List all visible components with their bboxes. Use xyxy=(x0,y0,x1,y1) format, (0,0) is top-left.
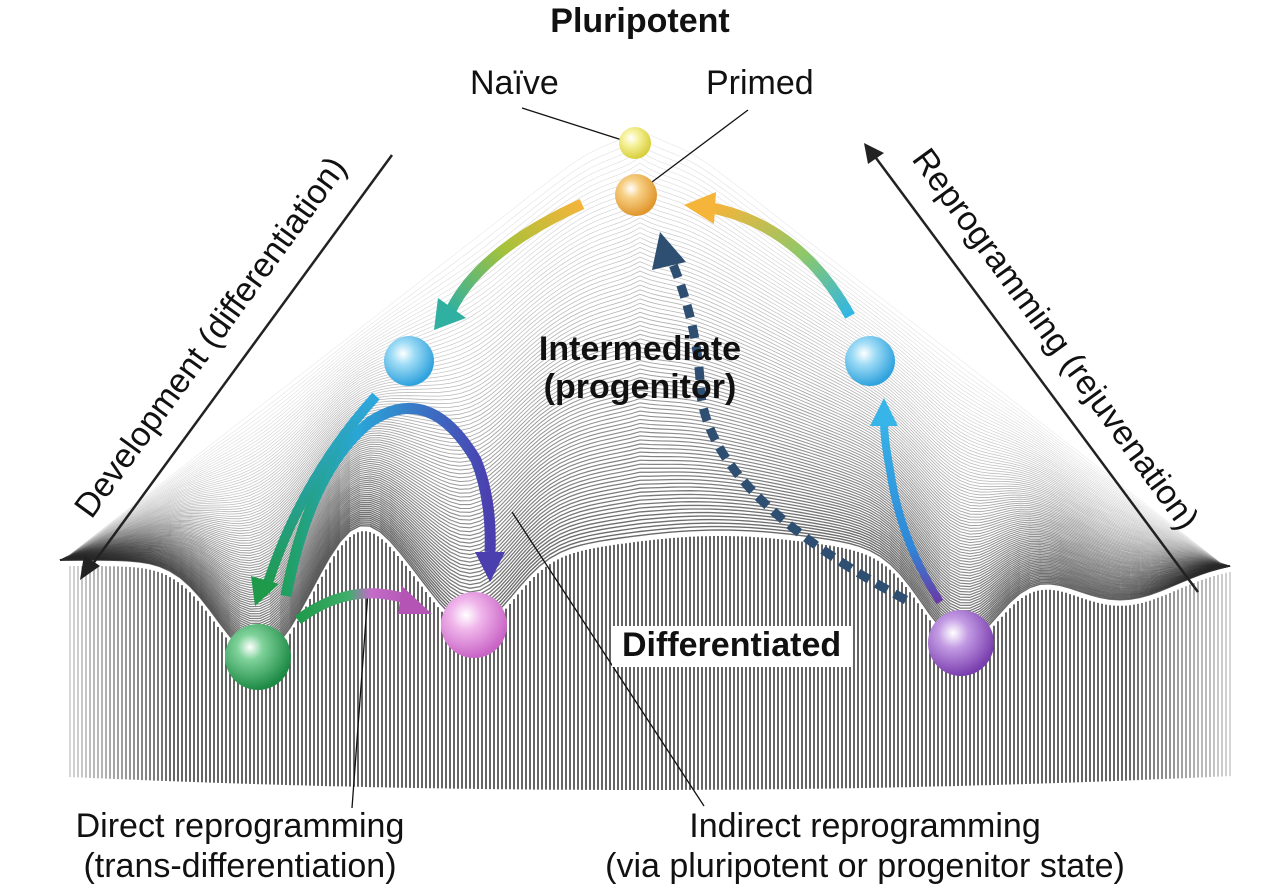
landscape-contour-line xyxy=(59,298,1231,567)
landscape-contour-line xyxy=(59,393,1231,572)
landscape-contour-line xyxy=(59,293,1231,567)
progenitor-cell-right xyxy=(845,336,895,386)
landscape-contour-line xyxy=(59,261,1231,567)
intermediate-label-line2: (progenitor) xyxy=(543,368,737,406)
landscape-contour-line xyxy=(59,242,1231,567)
landscape-contour-line xyxy=(59,338,1231,567)
pink-differentiated-cell xyxy=(441,592,507,658)
primed-leader-line xyxy=(643,109,749,189)
landscape-contour-line xyxy=(59,232,1231,567)
purple-differentiated-cell xyxy=(928,610,994,676)
pluripotent-title: Pluripotent xyxy=(550,2,730,40)
development-axis-arrow xyxy=(80,154,394,580)
indirect-reprogramming-label: Indirect reprogramming (via pluripotent … xyxy=(540,806,1190,886)
landscape-contour-line xyxy=(59,347,1231,567)
landscape-contour-line xyxy=(59,284,1231,567)
landscape-contour-line xyxy=(59,162,1231,567)
landscape-contour-line xyxy=(59,398,1231,574)
landscape-contour-line xyxy=(59,316,1231,567)
landscape-contour-line xyxy=(59,247,1231,567)
landscape-contour-line xyxy=(59,251,1231,567)
landscape-contour-line xyxy=(59,302,1231,567)
naive-leader-line xyxy=(521,107,623,141)
landscape-contour-line xyxy=(59,270,1231,567)
intermediate-label-line1: Intermediate xyxy=(538,330,742,368)
indirect-leader-line xyxy=(511,511,705,807)
landscape-contour-line xyxy=(59,359,1231,567)
indirect-label-line2: (via pluripotent or progenitor state) xyxy=(605,847,1125,885)
landscape-contour-line xyxy=(59,376,1231,567)
primed-to-progenitor-arrow xyxy=(434,198,585,330)
landscape-contour-line xyxy=(59,389,1231,569)
landscape-contour-line xyxy=(59,463,1231,613)
landscape-contour-line xyxy=(59,406,1231,579)
landscape-contour-line xyxy=(59,482,1231,625)
purple-to-progenitor-arrow xyxy=(870,398,944,605)
landscape-contour-line xyxy=(59,333,1231,567)
landscape-contour-line xyxy=(59,475,1231,620)
landscape-contour-line xyxy=(59,402,1231,576)
landscape-contour-line xyxy=(59,279,1231,567)
primed-label: Primed xyxy=(706,64,814,102)
landscape-contour-line xyxy=(59,275,1231,567)
landscape-contour-line xyxy=(59,217,1231,567)
reprogramming-axis-arrow xyxy=(864,143,1200,593)
landscape-contour-line xyxy=(59,156,1231,567)
landscape-contour-line xyxy=(59,351,1231,567)
landscape-contour-line xyxy=(59,368,1231,567)
indirect-dashed-arrow xyxy=(652,232,909,604)
naive-cell xyxy=(619,127,651,159)
landscape-surface xyxy=(59,127,1231,790)
intermediate-label: Intermediate (progenitor) xyxy=(500,330,780,406)
landscape-contour-line xyxy=(59,320,1231,567)
landscape-contour-line xyxy=(59,227,1231,567)
landscape-contour-line xyxy=(59,222,1231,567)
landscape-contour-line xyxy=(59,385,1231,567)
green-differentiated-cell xyxy=(225,624,291,690)
direct-label-line2: (trans-differentiation) xyxy=(83,847,397,885)
landscape-contour-line xyxy=(59,212,1231,567)
differentiated-label: Differentiated xyxy=(612,626,852,667)
primed-cell xyxy=(615,174,657,216)
landscape-contour-line xyxy=(59,265,1231,567)
landscape-contour-line xyxy=(59,381,1231,567)
landscape-contour-line xyxy=(59,289,1231,567)
direct-label-line1: Direct reprogramming xyxy=(75,807,405,845)
progenitor-cell-left xyxy=(384,336,434,386)
landscape-contour-line xyxy=(59,478,1231,622)
landscape-contour-line xyxy=(59,471,1231,617)
progenitor-to-green-arrow-outer xyxy=(251,392,380,606)
landscape-contour-line xyxy=(59,467,1231,615)
landscape-contour-line xyxy=(59,237,1231,567)
landscape-contour-line xyxy=(59,455,1231,608)
landscape-contour-line xyxy=(59,372,1230,567)
naive-label: Naïve xyxy=(470,64,559,102)
landscape-contour-line xyxy=(59,355,1231,567)
landscape-contour-line xyxy=(59,307,1231,567)
direct-reprogramming-arrow xyxy=(294,586,432,624)
progenitor-to-primed-arrow xyxy=(684,192,855,319)
landscape-contour-line xyxy=(59,168,1231,567)
landscape-contour-line xyxy=(59,364,1231,567)
landscape-contour-line xyxy=(59,311,1231,567)
indirect-label-line1: Indirect reprogramming xyxy=(689,807,1041,845)
landscape-contour-line xyxy=(59,325,1231,567)
landscape-contour-line xyxy=(59,342,1231,567)
landscape-contour-line xyxy=(59,329,1231,567)
landscape-contour-line xyxy=(59,256,1231,567)
direct-reprogramming-label: Direct reprogramming (trans-differentiat… xyxy=(30,806,450,886)
direct-leader-line xyxy=(351,591,369,809)
progenitor-arch-arrow xyxy=(280,403,505,598)
landscape-contour-line xyxy=(59,459,1231,610)
